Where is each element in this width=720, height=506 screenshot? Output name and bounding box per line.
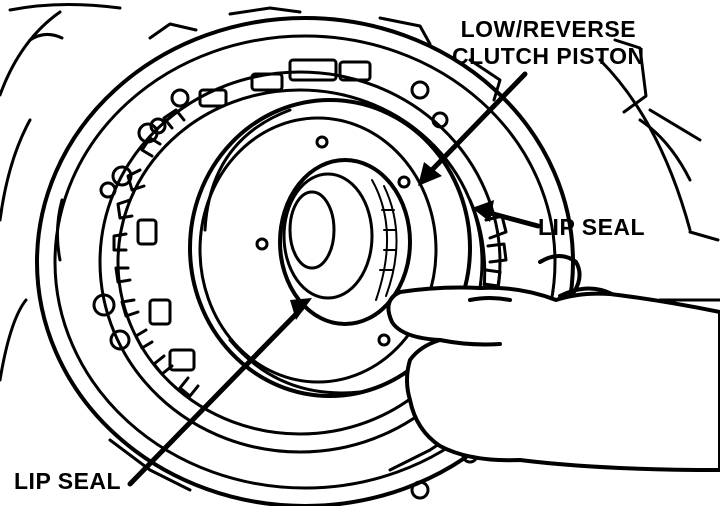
outer-lip-seal bbox=[468, 198, 508, 292]
outer-lip-seal-label: LIP SEAL bbox=[538, 214, 646, 240]
piston-holes bbox=[255, 135, 411, 347]
case-outline bbox=[0, 2, 122, 382]
low-reverse-clutch-piston-face bbox=[198, 116, 438, 384]
arrow-lip-seal-outer bbox=[483, 209, 541, 229]
inner-bore bbox=[282, 172, 374, 300]
case-outline-right bbox=[598, 38, 720, 302]
piston-label-line1: LOW/REVERSE bbox=[460, 16, 637, 42]
piston-edge-lower bbox=[228, 338, 362, 395]
inner-bore-deep bbox=[288, 190, 336, 270]
retainer-teeth bbox=[112, 108, 200, 398]
arrow-piston-head bbox=[418, 162, 442, 186]
inner-lip-seal-label: LIP SEAL bbox=[14, 468, 122, 494]
low-reverse-clutch-piston-outer bbox=[188, 98, 472, 398]
arrow-lip-seal-inner bbox=[127, 305, 305, 487]
inner-lip-seal-detail bbox=[371, 179, 398, 301]
piston-label-line2: CLUTCH PISTON bbox=[452, 43, 645, 69]
low-reverse-clutch-piston-label: LOW/REVERSE CLUTCH PISTON bbox=[452, 16, 645, 70]
arrow-lip-seal-outer-head bbox=[472, 200, 494, 222]
spring-retainer-inner bbox=[116, 88, 484, 436]
inner-bore-outer bbox=[278, 158, 412, 326]
piston-edge bbox=[203, 108, 292, 232]
technician-hand bbox=[386, 254, 720, 472]
outer-case-flange-inner bbox=[53, 34, 557, 490]
arrow-heads bbox=[290, 162, 494, 320]
arrow-piston bbox=[427, 71, 528, 175]
callout-arrows bbox=[127, 71, 541, 487]
arrow-lip-seal-inner-head bbox=[290, 298, 312, 320]
